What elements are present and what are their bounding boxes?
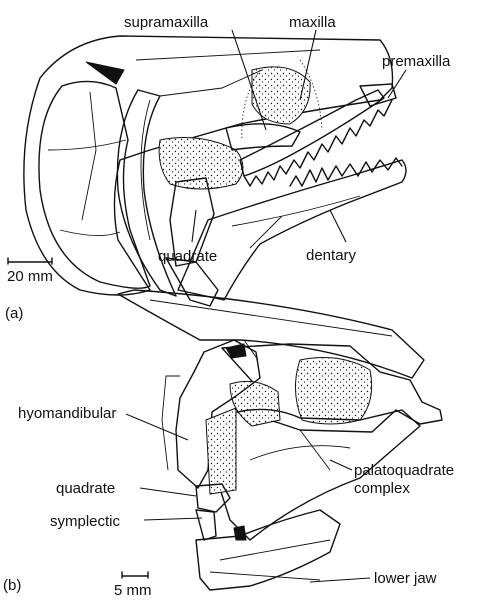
palatoquadrate-stipple bbox=[206, 408, 236, 494]
scale-label-a: 20 mm bbox=[7, 268, 53, 285]
symplectic-bone bbox=[196, 510, 216, 540]
scale-bar-b bbox=[122, 572, 148, 578]
label-quadrate-b: quadrate bbox=[56, 480, 115, 497]
label-maxilla: maxilla bbox=[289, 14, 336, 31]
panel-tag-a: (a) bbox=[5, 305, 23, 322]
braincase-stipple bbox=[295, 358, 371, 424]
panel-b-leaders bbox=[126, 414, 370, 582]
panel-a-leaders bbox=[192, 30, 406, 242]
panel-tag-b: (b) bbox=[3, 577, 21, 594]
scale-label-b: 5 mm bbox=[114, 582, 152, 599]
label-dentary: dentary bbox=[306, 247, 357, 264]
label-palatoquadrate-line2: complex bbox=[354, 480, 410, 497]
label-premaxilla: premaxilla bbox=[382, 53, 451, 70]
label-quadrate-a: quadrate bbox=[158, 248, 217, 265]
lower-jaw-bone bbox=[196, 510, 340, 590]
supramaxilla-bone bbox=[226, 124, 300, 150]
label-supramaxilla: supramaxilla bbox=[124, 14, 209, 31]
label-hyomandibular: hyomandibular bbox=[18, 405, 116, 422]
panel-a-drawing bbox=[24, 36, 406, 306]
operculum-outline bbox=[39, 81, 150, 288]
label-symplectic: symplectic bbox=[50, 513, 121, 530]
label-palatoquadrate-line1: palatoquadrate bbox=[354, 462, 454, 479]
articular-notch bbox=[234, 526, 246, 540]
preopercle bbox=[117, 90, 176, 296]
panel-b-drawing bbox=[118, 290, 442, 590]
label-lower-jaw: lower jaw bbox=[374, 570, 437, 587]
interopercle bbox=[166, 258, 218, 306]
otic-stipple bbox=[230, 381, 280, 426]
orbit-notch bbox=[86, 62, 124, 84]
lower-teeth bbox=[290, 158, 402, 186]
